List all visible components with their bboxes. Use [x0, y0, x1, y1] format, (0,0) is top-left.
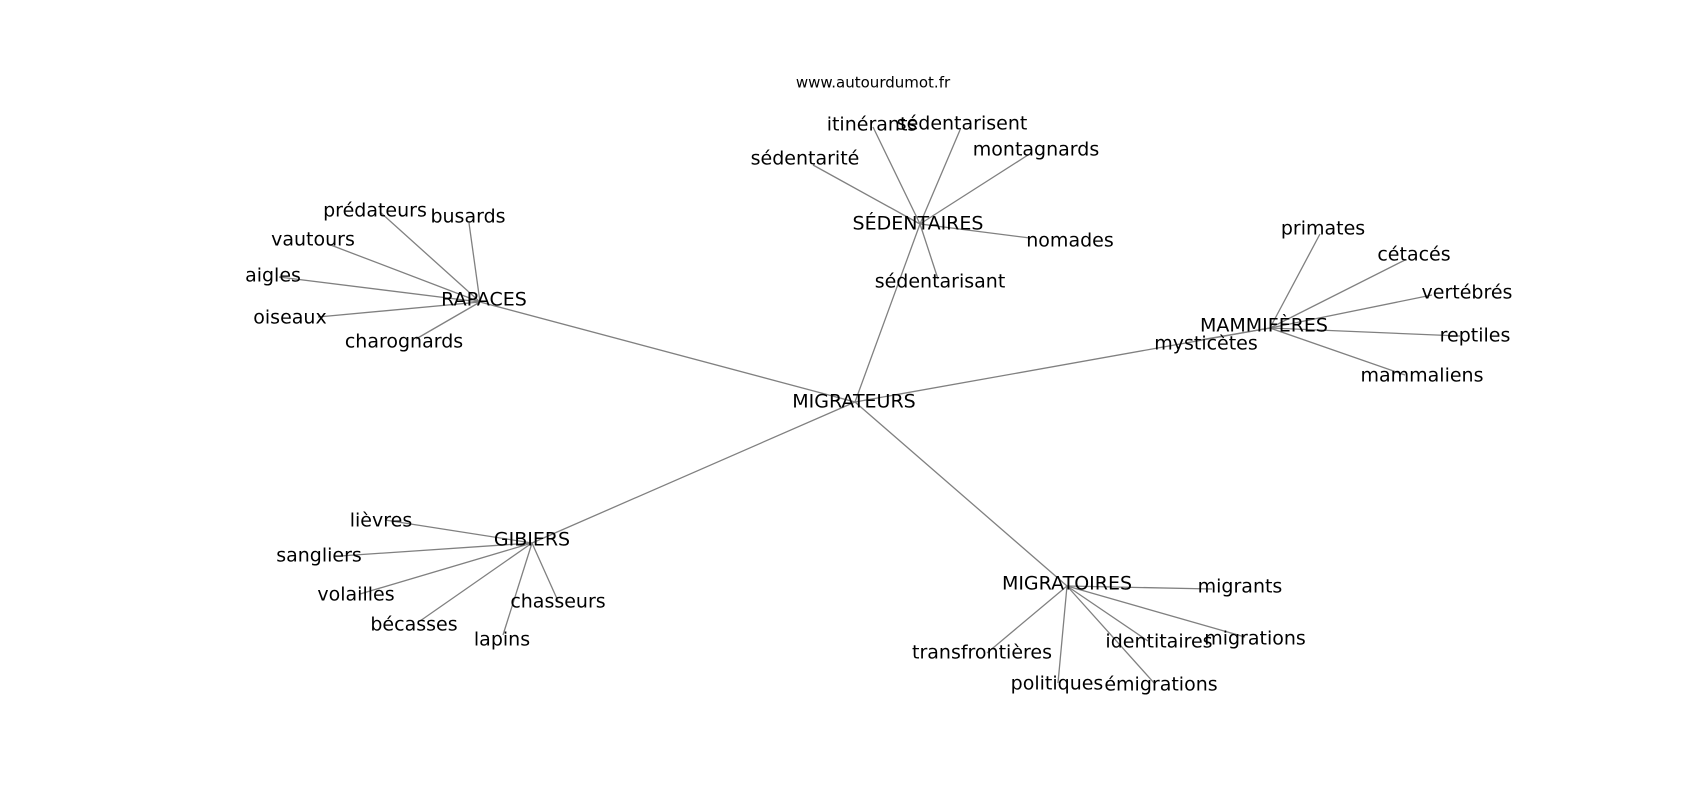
- leaf-node-label: sédentarisent: [897, 113, 1028, 135]
- cluster-node-rapaces: RAPACES: [441, 289, 527, 311]
- edge-migratoires-leaf: [1066, 585, 1156, 685]
- edge-rapaces-leaf: [379, 211, 481, 303]
- leaf-node-label: prédateurs: [323, 200, 427, 222]
- edge-mammiferes-leaf: [1269, 233, 1321, 329]
- leaf-node-label: aigles: [245, 265, 301, 287]
- edge-gibiers-leaf: [339, 542, 533, 557]
- edge-gibiers-leaf: [359, 542, 533, 595]
- edge-migratoires-leaf: [1066, 585, 1213, 590]
- edge-sedentaires-leaf: [919, 154, 1029, 225]
- edge-rapaces-leaf: [468, 222, 481, 303]
- leaf-node-label: bécasses: [370, 614, 457, 636]
- edge-mammiferes-leaf: [1269, 259, 1406, 329]
- leaf-node-label: itinérants: [827, 114, 918, 136]
- leaf-node-label: lapins: [474, 629, 530, 651]
- leaf-node-label: cétacés: [1377, 244, 1450, 266]
- leaf-node-label: transfrontières: [912, 642, 1052, 664]
- leaf-node-label: busards: [430, 206, 505, 228]
- leaf-node-label: mammaliens: [1361, 365, 1484, 387]
- leaf-node-label: identitaires: [1105, 631, 1212, 653]
- edge-gibiers-leaf: [502, 542, 533, 636]
- cluster-node-mammiferes: MAMMIFÈRES: [1200, 314, 1328, 337]
- leaf-node-label: politiques: [1011, 673, 1104, 695]
- edge-sedentaires-leaf: [919, 129, 961, 225]
- leaf-node-label: primates: [1281, 218, 1365, 240]
- edge-migratoires-leaf: [1057, 585, 1068, 684]
- leaf-node-label: charognards: [345, 331, 463, 353]
- edge-mammiferes-leaf: [1269, 294, 1433, 329]
- leaf-node-label: reptiles: [1440, 325, 1511, 347]
- edge-migratoires-leaf: [986, 585, 1068, 654]
- edge-sedentaires-leaf: [872, 126, 921, 225]
- edge-rapaces-leaf: [415, 301, 481, 340]
- edge-migratoires-leaf: [1066, 585, 1246, 638]
- leaf-node-label: migrations: [1204, 628, 1306, 650]
- edge-migratoires-leaf: [1066, 585, 1149, 642]
- leaf-node-label: vertébrés: [1422, 282, 1513, 304]
- watermark: www.autourdumot.fr: [796, 74, 951, 92]
- leaf-node-label: migrants: [1198, 576, 1283, 598]
- edge-gibiers-leaf: [419, 542, 533, 622]
- edge-rapaces-leaf: [278, 276, 481, 303]
- leaf-node-label: volailles: [317, 584, 394, 606]
- edge-rapaces-leaf: [327, 243, 481, 303]
- leaf-node-label: lièvres: [350, 510, 412, 532]
- cluster-node-migratoires: MIGRATOIRES: [1002, 573, 1132, 595]
- edge-root-gibiers: [531, 401, 856, 544]
- edge-mammiferes-leaf: [1269, 327, 1461, 337]
- root-node-label: MIGRATEURS: [792, 391, 915, 413]
- edge-gibiers-leaf: [531, 542, 559, 602]
- leaf-node-label: chasseurs: [510, 591, 605, 613]
- edge-sedentaires-leaf: [919, 223, 939, 280]
- edge-rapaces-leaf: [317, 301, 481, 318]
- leaf-node-label: sédentarité: [751, 148, 860, 170]
- edge-root-sedentaires: [854, 223, 921, 403]
- leaf-node-label: mysticètes: [1154, 333, 1258, 355]
- leaf-node-label: oiseaux: [253, 307, 326, 329]
- cluster-node-gibiers: GIBIERS: [494, 529, 570, 551]
- edge-mammiferes-leaf: [1199, 327, 1271, 341]
- leaf-node-label: sangliers: [276, 545, 362, 567]
- edge-root-migratoires: [854, 401, 1068, 587]
- edge-sedentaires-leaf: [812, 164, 921, 225]
- edge-gibiers-leaf: [384, 519, 533, 544]
- edge-sedentaires-leaf: [919, 223, 1031, 239]
- leaf-node-label: nomades: [1026, 230, 1113, 252]
- leaf-node-label: émigrations: [1104, 674, 1217, 696]
- leaf-node-label: sédentarisant: [875, 271, 1006, 293]
- edge-mammiferes-leaf: [1269, 327, 1406, 376]
- graph-edges: [278, 126, 1461, 685]
- edge-root-rapaces: [479, 301, 856, 403]
- cluster-node-sedentaires: SÉDENTAIRES: [853, 212, 984, 235]
- leaf-node-label: vautours: [271, 229, 355, 251]
- leaf-node-label: montagnards: [973, 139, 1099, 161]
